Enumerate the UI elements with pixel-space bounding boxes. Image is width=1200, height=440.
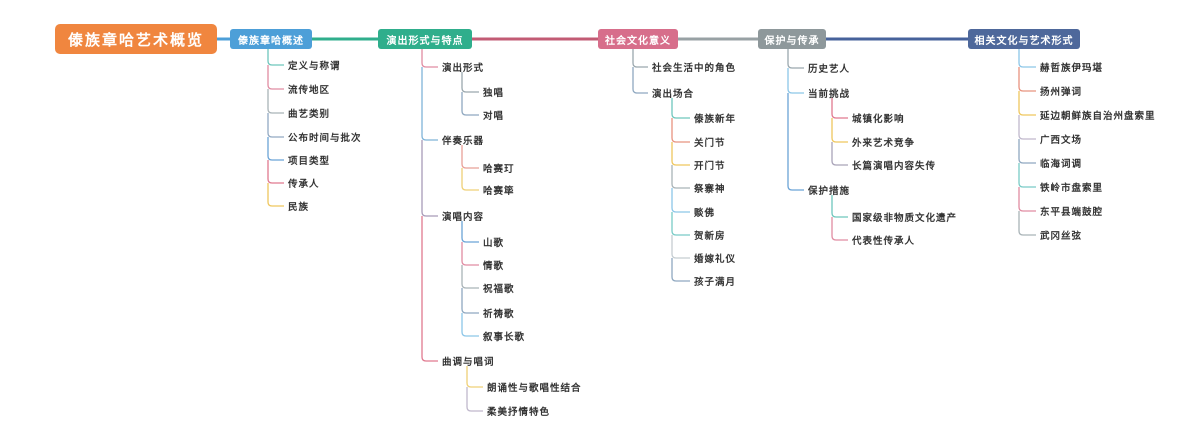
tree-node[interactable]: 传承人 [288, 179, 320, 190]
branch-protection[interactable]: 保护与传承 [758, 29, 826, 49]
tree-node[interactable]: 对唱 [483, 111, 505, 122]
tree-node[interactable]: 哈赛筚 [483, 186, 515, 197]
tree-node[interactable]: 开门节 [694, 161, 726, 172]
tree-node[interactable]: 延边朝鲜族自治州盘索里 [1040, 111, 1156, 122]
tree-node[interactable]: 外来艺术竞争 [852, 138, 916, 149]
tree-node[interactable]: 铁岭市盘索里 [1040, 183, 1104, 194]
tree-node[interactable]: 哈赛玎 [483, 164, 515, 175]
tree-node[interactable]: 情歌 [483, 261, 505, 272]
branch-performance[interactable]: 演出形式与特点 [378, 29, 472, 49]
tree-node[interactable]: 赫哲族伊玛堪 [1040, 63, 1104, 74]
tree-node[interactable]: 民族 [288, 202, 310, 213]
tree-node[interactable]: 广西文场 [1040, 135, 1083, 146]
tree-node[interactable]: 祈祷歌 [483, 309, 515, 320]
tree-node[interactable]: 项目类型 [288, 156, 331, 167]
tree-node[interactable]: 东平县端鼓腔 [1040, 207, 1104, 218]
tree-node[interactable]: 祝福歌 [483, 284, 515, 295]
tree-node[interactable]: 长篇演唱内容失传 [852, 161, 937, 172]
tree-node[interactable]: 定义与称谓 [288, 61, 341, 72]
tree-node[interactable]: 祭寨神 [694, 184, 726, 195]
tree-node[interactable]: 曲艺类别 [288, 109, 331, 120]
tree-node[interactable]: 演出形式 [442, 63, 485, 74]
tree-node[interactable]: 城镇化影响 [852, 114, 905, 125]
tree-node[interactable]: 历史艺人 [808, 64, 851, 75]
tree-node[interactable]: 孩子满月 [694, 277, 737, 288]
tree-node[interactable]: 演唱内容 [442, 212, 485, 223]
branch-social[interactable]: 社会文化意义 [598, 29, 678, 49]
tree-node[interactable]: 扬州弹词 [1040, 87, 1083, 98]
tree-node[interactable]: 国家级非物质文化遗产 [852, 213, 958, 224]
tree-node[interactable]: 代表性传承人 [852, 236, 916, 247]
tree-node[interactable]: 山歌 [483, 238, 505, 249]
tree-node[interactable]: 独唱 [483, 88, 505, 99]
tree-node[interactable]: 公布时间与批次 [288, 133, 362, 144]
tree-node[interactable]: 伴奏乐器 [442, 136, 485, 147]
tree-node[interactable]: 曲调与唱词 [442, 357, 495, 368]
tree-node[interactable]: 临海词调 [1040, 159, 1083, 170]
branch-overview[interactable]: 傣族章哈概述 [230, 29, 312, 49]
tree-node[interactable]: 演出场合 [652, 89, 695, 100]
branch-related[interactable]: 相关文化与艺术形式 [968, 29, 1080, 49]
tree-node[interactable]: 贺新房 [694, 231, 726, 242]
tree-node[interactable]: 武冈丝弦 [1040, 231, 1083, 242]
tree-node[interactable]: 赕佛 [694, 208, 716, 219]
tree-node[interactable]: 保护措施 [808, 186, 851, 197]
tree-node[interactable]: 关门节 [694, 138, 726, 149]
tree-node[interactable]: 叙事长歌 [483, 332, 526, 343]
tree-node[interactable]: 流传地区 [288, 85, 331, 96]
tree-node[interactable]: 傣族新年 [694, 114, 737, 125]
tree-node[interactable]: 朗诵性与歌唱性结合 [487, 383, 582, 394]
root-node[interactable]: 傣族章哈艺术概览 [55, 24, 217, 54]
tree-node[interactable]: 柔美抒情特色 [487, 407, 551, 418]
tree-node[interactable]: 婚嫁礼仪 [694, 254, 737, 265]
tree-node[interactable]: 社会生活中的角色 [652, 63, 737, 74]
tree-node[interactable]: 当前挑战 [808, 89, 851, 100]
